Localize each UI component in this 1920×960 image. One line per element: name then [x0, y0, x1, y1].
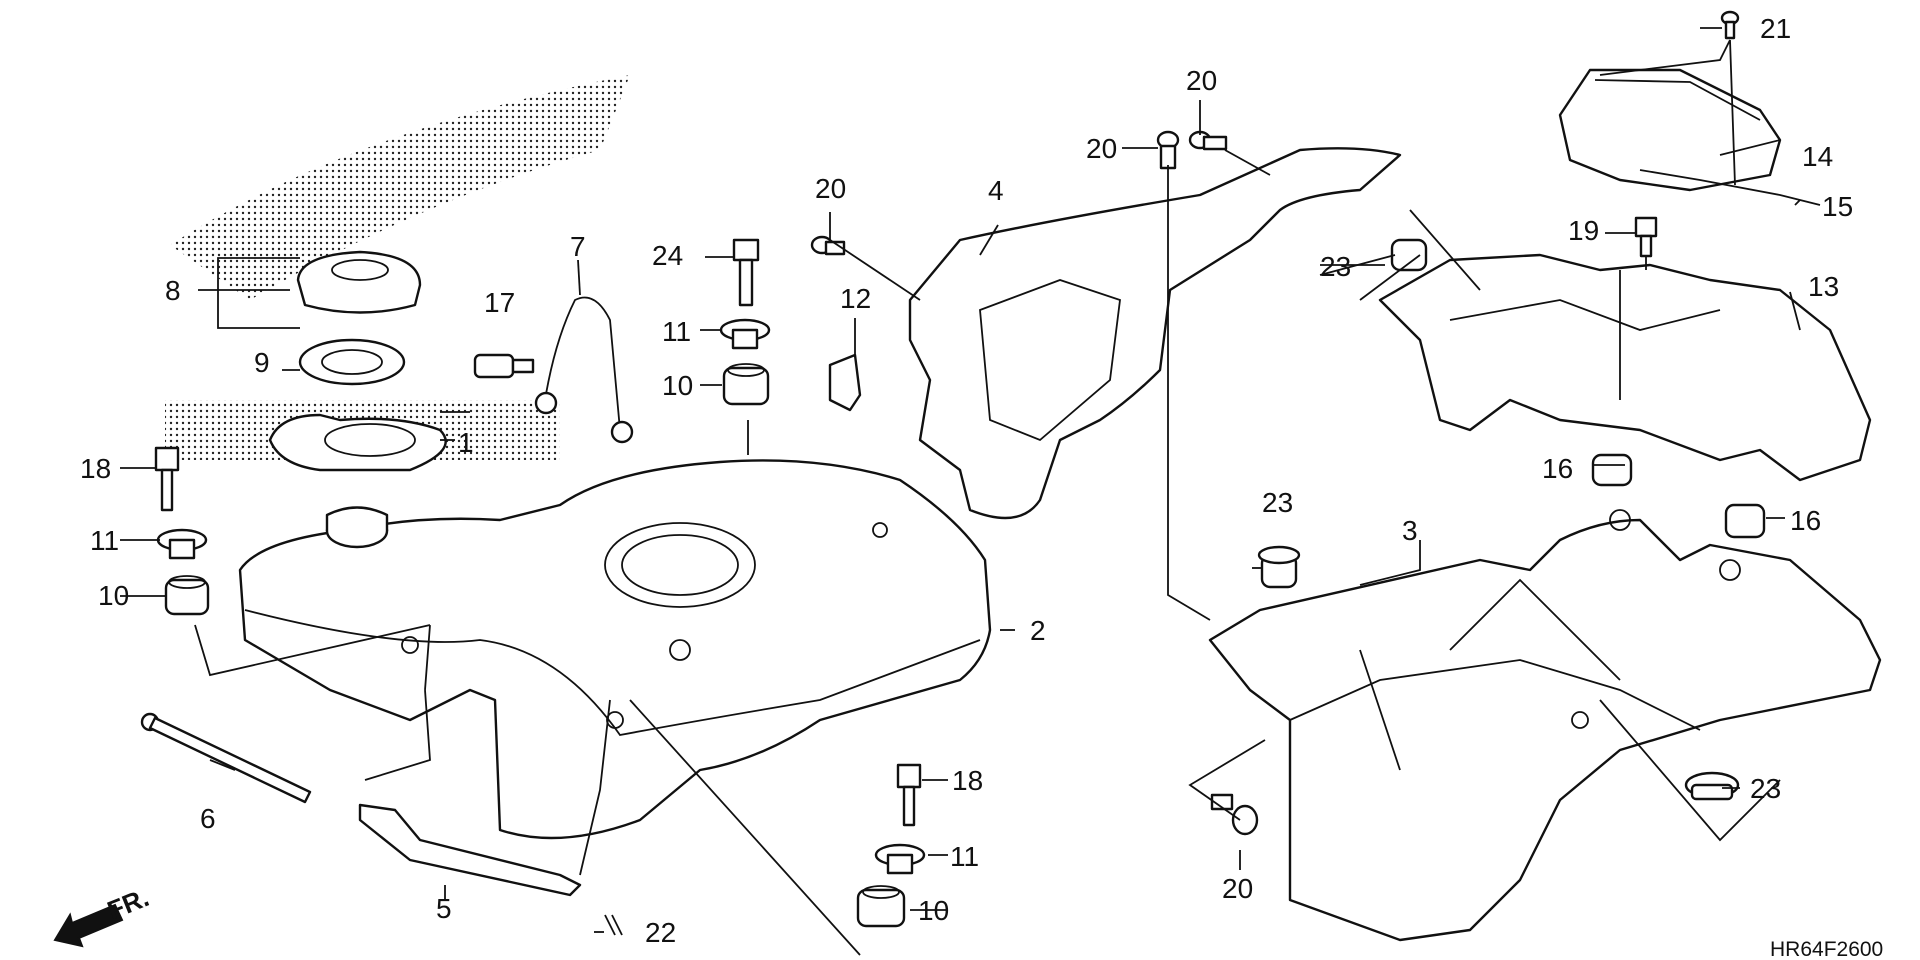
grommet-10-left[interactable]: [164, 575, 210, 616]
arrow-icon: [53, 903, 124, 948]
clip-20-lower[interactable]: [1210, 793, 1259, 836]
callout-14: 14: [1802, 141, 1833, 172]
bolt-18-left[interactable]: [154, 446, 180, 512]
bolt-18-bottom[interactable]: [896, 763, 922, 827]
bracket-12[interactable]: [828, 353, 862, 412]
tank-band[interactable]: [358, 803, 582, 897]
callout-21: 21: [1760, 13, 1791, 44]
front-direction-arrow: FR.: [53, 882, 153, 948]
grommet-16-upper[interactable]: [1591, 453, 1633, 487]
undercover-3[interactable]: [1208, 509, 1882, 942]
callout-20-lower: 20: [1222, 873, 1253, 904]
bolt-19[interactable]: [1634, 216, 1658, 258]
callout-16-upper: 16: [1542, 453, 1573, 484]
tank-pin[interactable]: [140, 712, 312, 804]
grommet-10-bottom[interactable]: [856, 885, 906, 928]
callout-4: 4: [988, 175, 1004, 206]
callout-10-top: 10: [662, 370, 693, 401]
callout-16-lower: 16: [1790, 505, 1821, 536]
callout-20-right: 20: [1186, 65, 1217, 96]
callout-10-bottom: 10: [918, 895, 949, 926]
grommet-10-top[interactable]: [722, 363, 770, 406]
collar-11-left[interactable]: [156, 528, 208, 560]
collar-11-bottom[interactable]: [874, 843, 926, 875]
callout-1: 1: [458, 427, 474, 458]
grommet-23-bottom[interactable]: [1684, 771, 1740, 801]
grommet-23-mid[interactable]: [1257, 545, 1301, 589]
callout-11-top: 11: [662, 316, 691, 347]
fuel-tank[interactable]: [238, 459, 992, 840]
clip-20-right[interactable]: [1188, 130, 1228, 151]
callout-20-left: 20: [815, 173, 846, 204]
cap-seal-ring[interactable]: [298, 338, 406, 386]
callout-10-left: 10: [98, 580, 129, 611]
callout-18-left: 18: [80, 453, 111, 484]
callout-19: 19: [1568, 215, 1599, 246]
callout-3: 3: [1402, 515, 1418, 546]
callout-12: 12: [840, 283, 871, 314]
screw-21[interactable]: [1720, 10, 1740, 40]
bolt-24[interactable]: [732, 238, 760, 307]
callout-7: 7: [570, 231, 586, 262]
callout-8: 8: [165, 275, 181, 306]
callout-17: 17: [484, 287, 515, 318]
callout-11-bottom: 11: [950, 841, 979, 872]
callout-23-top: 23: [1320, 251, 1351, 282]
collar-11-top[interactable]: [719, 318, 771, 350]
clip-20-left[interactable]: [810, 235, 846, 256]
callout-13: 13: [1808, 271, 1839, 302]
callout-15: 15: [1822, 191, 1853, 222]
clip-20-mid[interactable]: [1156, 130, 1180, 170]
callout-6: 6: [200, 803, 216, 834]
callout-9: 9: [254, 347, 270, 378]
diagram-code: HR64F2600: [1770, 938, 1883, 960]
battery-box-13[interactable]: [1378, 253, 1872, 482]
grommet-23-top[interactable]: [1390, 238, 1428, 272]
callout-2: 2: [1030, 615, 1046, 646]
callout-11-left: 11: [90, 525, 119, 556]
callout-labels: 1 2 3 4 5 6 7 8 9 10 10 10 11 11 11 12 1…: [80, 13, 1853, 948]
callout-23-bottom: 23: [1750, 773, 1781, 804]
breather-joint[interactable]: [473, 353, 535, 379]
tank-stay-4[interactable]: [908, 147, 1402, 520]
callout-22: 22: [645, 917, 676, 948]
callout-24: 24: [652, 240, 683, 271]
grommet-16-lower[interactable]: [1724, 503, 1766, 539]
clip-22[interactable]: [604, 914, 623, 936]
callout-18-bottom: 18: [952, 765, 983, 796]
callout-5: 5: [436, 893, 452, 924]
callout-20-mid: 20: [1086, 133, 1117, 164]
ground-strap[interactable]: [534, 296, 634, 444]
fuel-cap[interactable]: [296, 250, 422, 314]
callout-23-mid: 23: [1262, 487, 1293, 518]
leader-lines: [120, 27, 1801, 956]
filler-neck-plate[interactable]: [268, 413, 447, 472]
battery-cover-14[interactable]: [1558, 68, 1782, 192]
